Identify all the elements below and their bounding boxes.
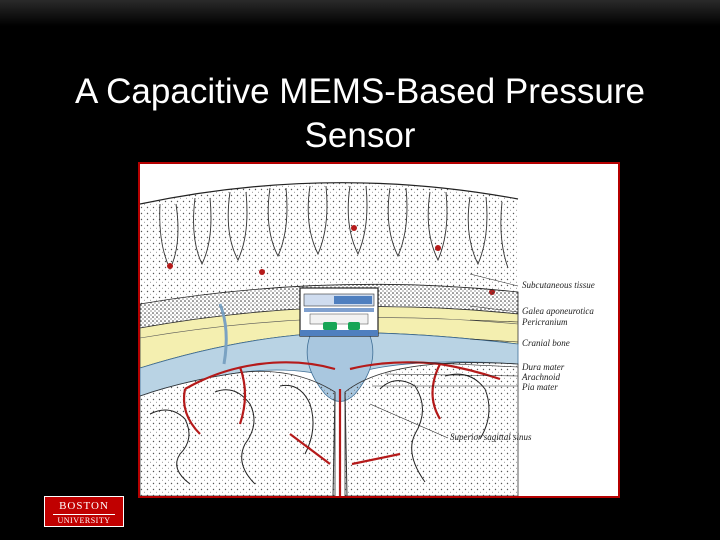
scalp-cross-section-figure: Subcutaneous tissue Galea aponeurotica P…: [138, 162, 620, 498]
top-gradient-band: [0, 0, 720, 26]
logo-divider: [53, 514, 115, 515]
logo-line1: BOSTON: [45, 500, 123, 513]
label-pericranium: Pericranium: [521, 317, 568, 327]
anatomy-illustration: Subcutaneous tissue Galea aponeurotica P…: [140, 164, 618, 496]
label-cranial-bone: Cranial bone: [522, 338, 570, 348]
logo-line2: UNIVERSITY: [45, 516, 123, 526]
brain-right-hemisphere: [345, 363, 518, 496]
label-subcutaneous: Subcutaneous tissue: [522, 280, 595, 290]
mems-sensor: [300, 288, 378, 336]
label-galea: Galea aponeurotica: [522, 306, 594, 316]
boston-university-logo: BOSTON UNIVERSITY: [44, 496, 124, 527]
label-sinus: Superior sagittal sinus: [450, 432, 532, 442]
brain-left-hemisphere: [140, 371, 335, 496]
label-arachnoid: Arachnoid: [521, 372, 560, 382]
slide-title: A Capacitive MEMS-Based Pressure Sensor: [40, 70, 680, 158]
label-dura: Dura mater: [521, 362, 565, 372]
label-pia: Pia mater: [521, 382, 558, 392]
